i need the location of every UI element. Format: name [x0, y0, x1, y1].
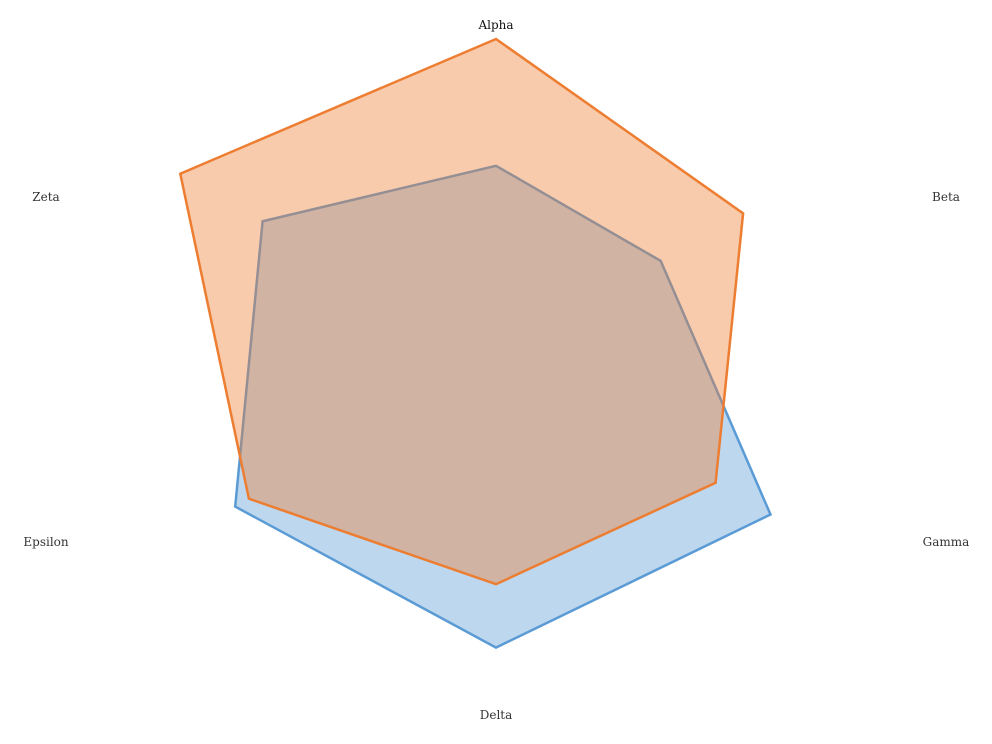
axis-label-epsilon: Epsilon — [23, 535, 69, 549]
series-2-outline — [178, 37, 745, 586]
axis-label-beta: Beta — [932, 190, 960, 204]
series-1-outline — [233, 164, 773, 650]
series-2-area — [180, 39, 744, 585]
series-1-area — [235, 165, 771, 648]
axis-label-zeta: Zeta — [32, 190, 59, 204]
series-layer — [178, 37, 773, 650]
axis-label-gamma: Gamma — [923, 535, 970, 549]
axis-labels: Alpha Beta Gamma Delta Epsilon Zeta — [23, 18, 969, 722]
axis-label-delta: Delta — [480, 708, 513, 722]
axis-label-alpha: Alpha — [477, 18, 513, 32]
